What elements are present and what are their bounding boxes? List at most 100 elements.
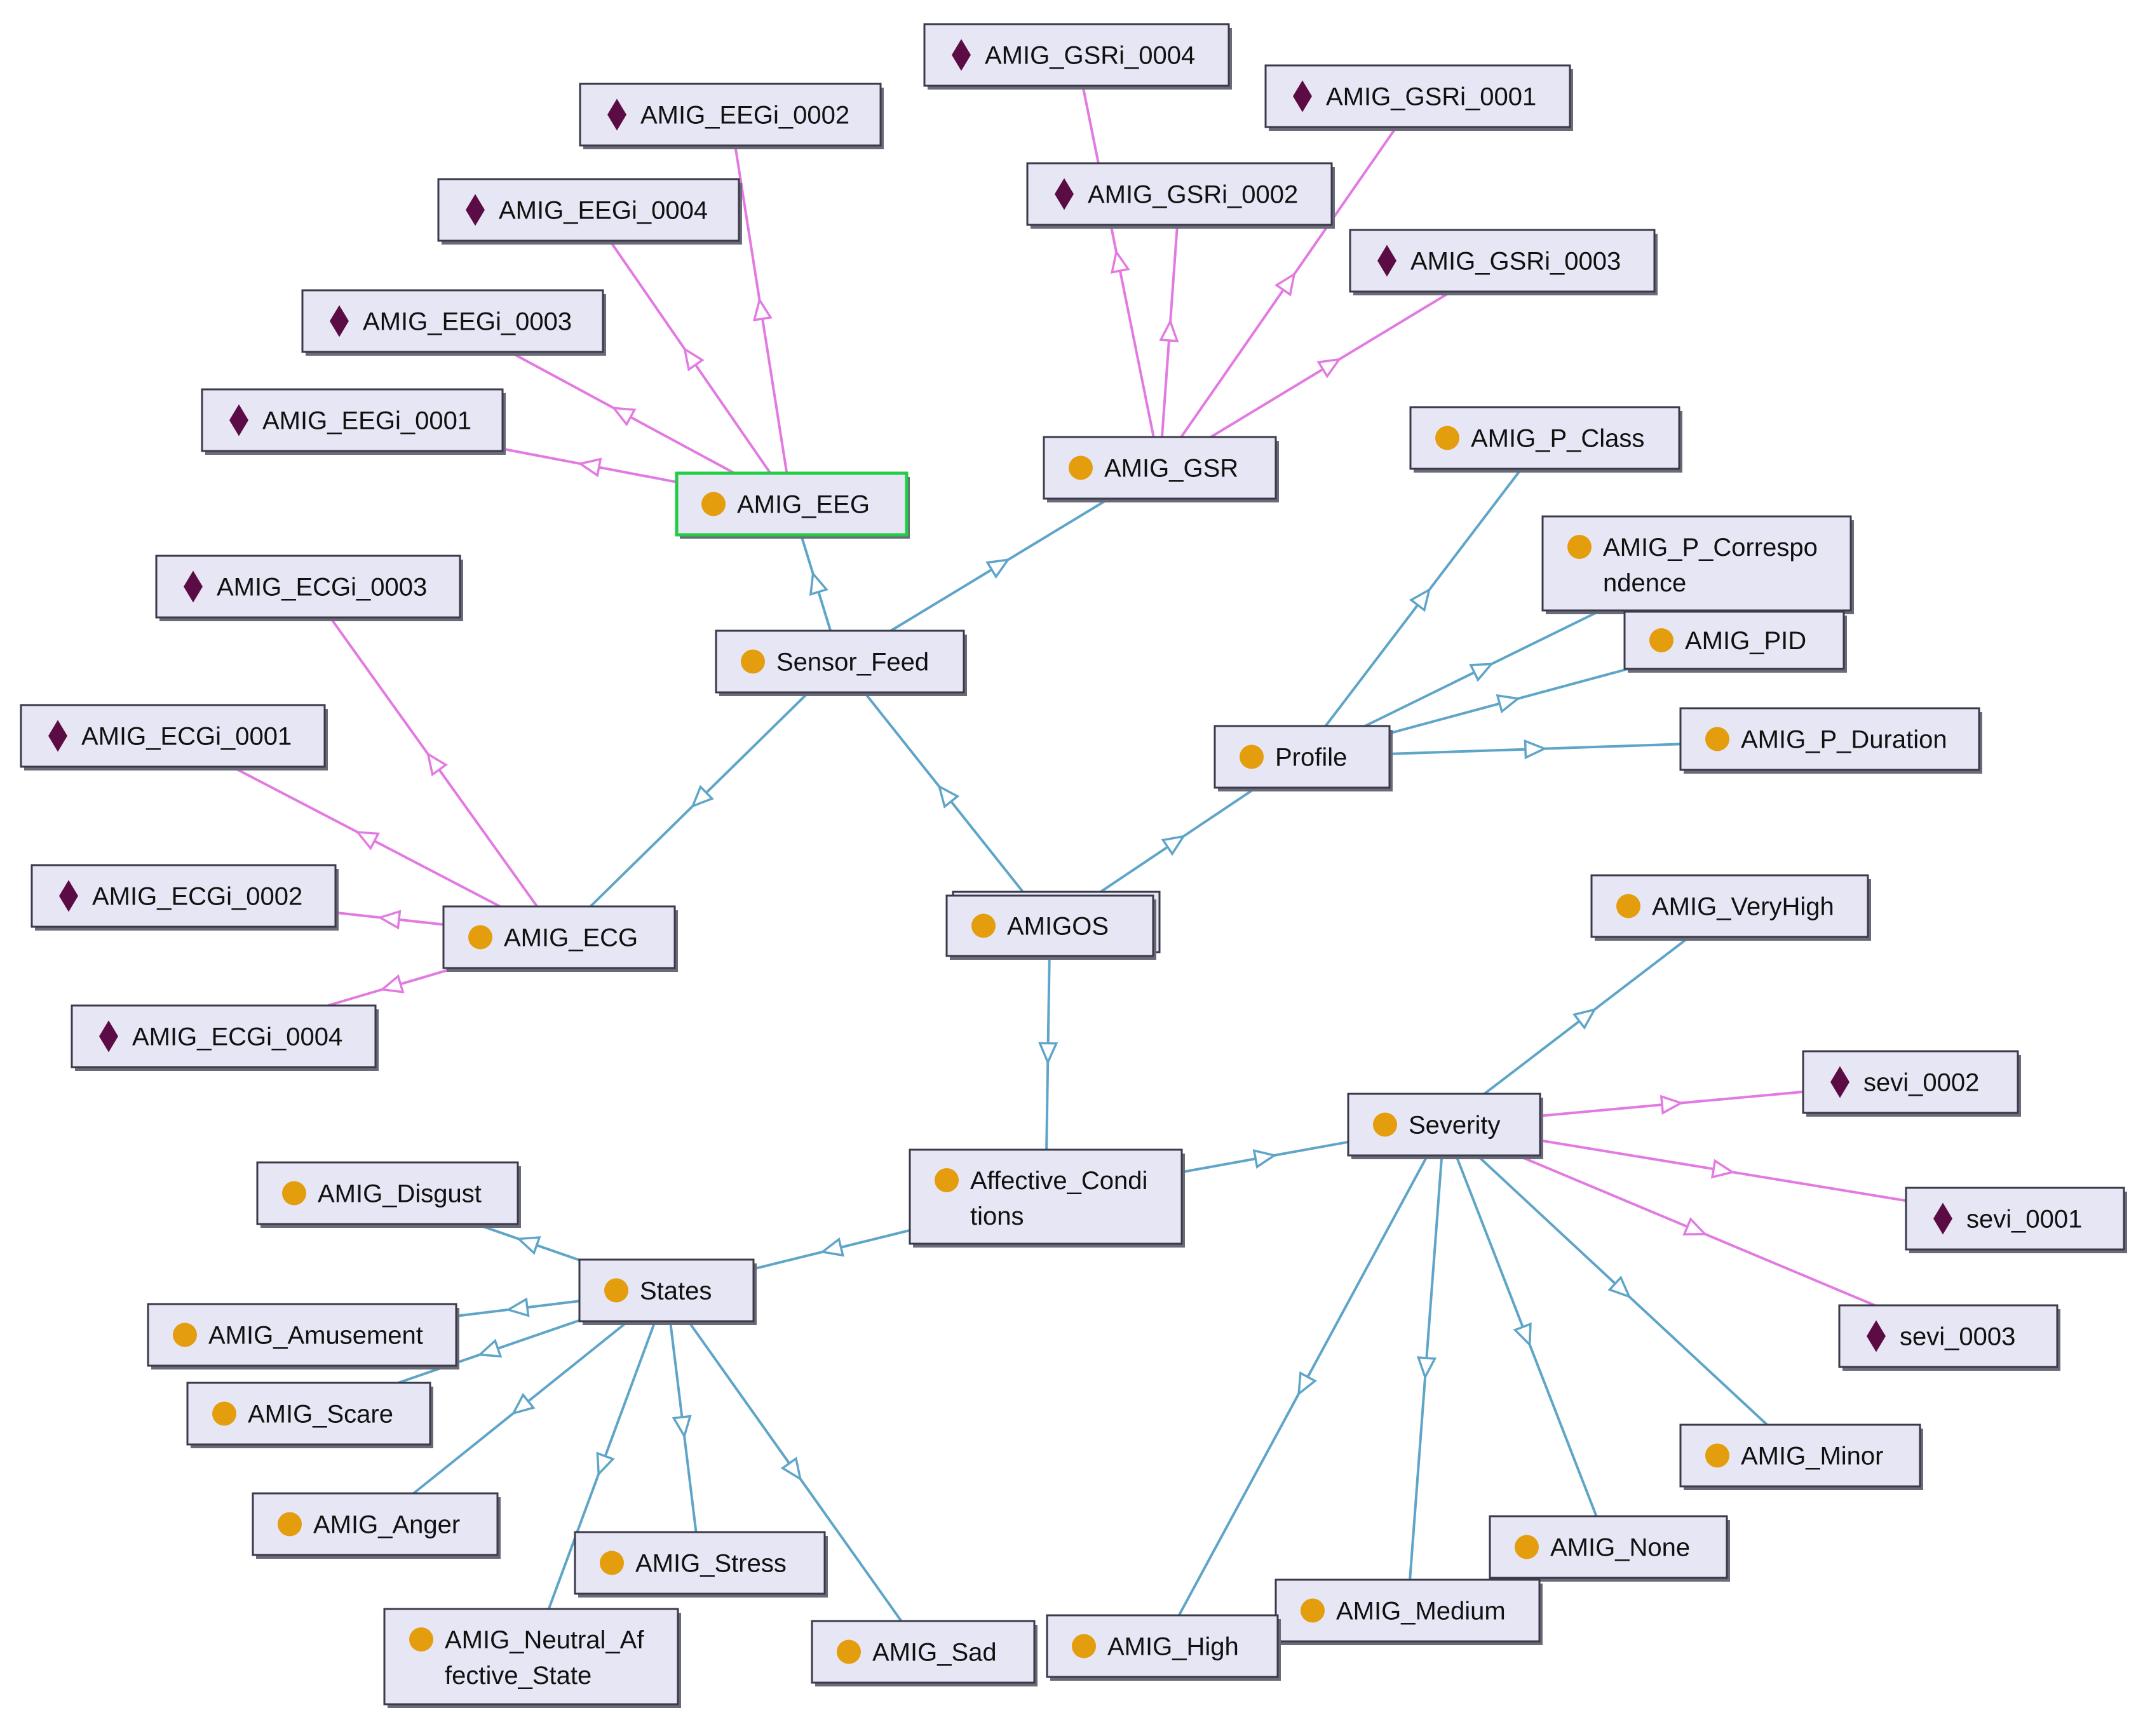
node-label: AMIG_Amusement bbox=[208, 1322, 423, 1350]
node-amig-sad[interactable]: AMIG_Sad bbox=[811, 1620, 1038, 1686]
subclass-arrowhead-icon bbox=[1524, 739, 1548, 760]
node-amig-gsri-0001[interactable]: AMIG_GSRi_0001 bbox=[1264, 64, 1573, 131]
node-label: AMIG_GSR bbox=[1104, 455, 1238, 483]
node-amig-gsr[interactable]: AMIG_GSR bbox=[1043, 436, 1279, 502]
purple-diamond-icon bbox=[229, 404, 248, 436]
subclass-arrowhead-icon bbox=[780, 1457, 802, 1481]
edge-Severity-to-AMIG_None bbox=[1454, 1155, 1598, 1517]
subclass-arrowhead-icon bbox=[1038, 1042, 1058, 1065]
node-label: Sensor_Feed bbox=[776, 649, 929, 676]
node-box bbox=[909, 1148, 1183, 1245]
node-amig-anger[interactable]: AMIG_Anger bbox=[252, 1492, 501, 1559]
node-box bbox=[1679, 707, 1980, 771]
node-amig-medium[interactable]: AMIG_Medium bbox=[1274, 1578, 1543, 1645]
node-amig-disgust[interactable]: AMIG_Disgust bbox=[256, 1161, 521, 1228]
node-amig-gsri-0003[interactable]: AMIG_GSRi_0003 bbox=[1349, 229, 1658, 295]
node-box bbox=[301, 289, 604, 353]
node-label: tions bbox=[970, 1202, 1024, 1230]
node-box bbox=[201, 388, 504, 452]
node-amig-high[interactable]: AMIG_High bbox=[1046, 1614, 1281, 1681]
purple-diamond-icon bbox=[184, 570, 203, 603]
node-amig-gsri-0002[interactable]: AMIG_GSRi_0002 bbox=[1026, 162, 1335, 229]
node-amig-ecg[interactable]: AMIG_ECG bbox=[442, 905, 678, 972]
orange-circle-icon bbox=[1515, 1535, 1539, 1559]
node-amig-ecgi-0002[interactable]: AMIG_ECGi_0002 bbox=[30, 864, 339, 931]
orange-circle-icon bbox=[1705, 727, 1729, 751]
node-box bbox=[383, 1608, 679, 1706]
node-sevi-0002[interactable]: sevi_0002 bbox=[1802, 1050, 2021, 1117]
edge-Severity-to-AMIG_VeryHigh bbox=[1484, 936, 1691, 1095]
node-amig-amusement[interactable]: AMIG_Amusement bbox=[147, 1303, 459, 1369]
node-amig-stress[interactable]: AMIG_Stress bbox=[574, 1531, 828, 1598]
subclass-arrowhead-icon bbox=[1710, 1159, 1736, 1179]
orange-circle-icon bbox=[971, 913, 996, 938]
orange-circle-icon bbox=[1072, 1634, 1096, 1659]
edge-Profile-to-AMIG_P_Correspondence bbox=[1364, 609, 1602, 727]
orange-circle-icon bbox=[173, 1322, 197, 1347]
node-amig-p-duration[interactable]: AMIG_P_Duration bbox=[1679, 707, 1982, 774]
orange-circle-icon bbox=[212, 1401, 236, 1426]
node-amig-eegi-0001[interactable]: AMIG_EEGi_0001 bbox=[201, 388, 506, 455]
node-amigos[interactable]: AMIGOS bbox=[945, 891, 1161, 960]
node-amig-neutral-affective-state[interactable]: AMIG_Neutral_Affective_State bbox=[383, 1608, 681, 1708]
orange-circle-icon bbox=[282, 1181, 306, 1206]
orange-circle-icon bbox=[468, 925, 492, 950]
node-sevi-0003[interactable]: sevi_0003 bbox=[1838, 1304, 2060, 1371]
node-amig-gsri-0004[interactable]: AMIG_GSRi_0004 bbox=[923, 23, 1232, 90]
node-box bbox=[30, 864, 337, 928]
node-amig-pid[interactable]: AMIG_PID bbox=[1623, 610, 1847, 673]
subclass-arrowhead-icon bbox=[1513, 1322, 1532, 1348]
node-label: AMIG_None bbox=[1550, 1534, 1690, 1562]
orange-circle-icon bbox=[1069, 455, 1093, 480]
node-amig-ecgi-0004[interactable]: AMIG_ECGi_0004 bbox=[71, 1004, 379, 1071]
node-label: AMIG_PID bbox=[1685, 627, 1806, 655]
edge-Severity-to-sevi_0003 bbox=[1517, 1154, 1876, 1307]
orange-circle-icon bbox=[600, 1551, 624, 1575]
node-amig-p-class[interactable]: AMIG_P_Class bbox=[1409, 406, 1682, 473]
subclass-arrowhead-icon bbox=[1572, 1007, 1597, 1030]
node-amig-ecgi-0001[interactable]: AMIG_ECGi_0001 bbox=[20, 704, 328, 770]
purple-diamond-icon bbox=[466, 194, 485, 226]
subclass-arrowhead-icon bbox=[611, 407, 637, 427]
node-label: sevi_0002 bbox=[1863, 1069, 1979, 1097]
node-label: Profile bbox=[1275, 744, 1347, 772]
node-amig-eeg[interactable]: AMIG_EEG bbox=[675, 471, 910, 539]
edge-Profile-to-AMIG_P_Class bbox=[1324, 468, 1523, 727]
subclass-arrowhead-icon bbox=[477, 1338, 503, 1358]
node-amig-none[interactable]: AMIG_None bbox=[1489, 1515, 1730, 1582]
purple-diamond-icon bbox=[1867, 1320, 1886, 1352]
node-amig-eegi-0003[interactable]: AMIG_EEGi_0003 bbox=[301, 289, 606, 356]
edge-AMIG_EEG-to-AMIG_EEGi_0004 bbox=[609, 239, 772, 474]
node-label: AMIG_Minor bbox=[1741, 1443, 1884, 1470]
node-sensor-feed[interactable]: Sensor_Feed bbox=[715, 629, 967, 696]
edge-States-to-AMIG_Anger bbox=[412, 1320, 629, 1495]
node-box bbox=[20, 704, 326, 768]
edge-AMIGOS-to-Affective_Conditions bbox=[1038, 955, 1058, 1150]
node-amig-ecgi-0003[interactable]: AMIG_ECGi_0003 bbox=[155, 555, 463, 621]
node-amig-scare[interactable]: AMIG_Scare bbox=[186, 1382, 433, 1448]
edge-AMIG_ECG-to-AMIG_ECGi_0004 bbox=[327, 967, 456, 1007]
node-amig-eegi-0002[interactable]: AMIG_EEGi_0002 bbox=[579, 83, 884, 149]
subclass-arrowhead-icon bbox=[1110, 249, 1130, 274]
orange-circle-icon bbox=[1567, 535, 1592, 559]
node-amig-veryhigh[interactable]: AMIG_VeryHigh bbox=[1590, 874, 1871, 941]
purple-diamond-icon bbox=[952, 39, 971, 71]
edge-Sensor_Feed-to-AMIG_GSR bbox=[890, 497, 1110, 632]
node-sevi-0001[interactable]: sevi_0001 bbox=[1905, 1187, 2127, 1253]
node-severity[interactable]: Severity bbox=[1347, 1093, 1543, 1159]
node-amig-eegi-0004[interactable]: AMIG_EEGi_0004 bbox=[437, 178, 742, 245]
node-states[interactable]: States bbox=[578, 1258, 757, 1325]
node-label: ndence bbox=[1603, 569, 1686, 597]
orange-circle-icon bbox=[409, 1627, 433, 1652]
node-label: AMIG_Sad bbox=[872, 1639, 997, 1667]
node-profile[interactable]: Profile bbox=[1213, 725, 1393, 791]
purple-diamond-icon bbox=[330, 305, 349, 337]
node-label: AMIG_Disgust bbox=[318, 1180, 482, 1208]
node-label: AMIG_ECGi_0002 bbox=[92, 883, 302, 911]
node-amig-minor[interactable]: AMIG_Minor bbox=[1679, 1423, 1923, 1490]
edge-States-to-AMIG_Stress bbox=[668, 1321, 698, 1533]
edge-AMIG_GSR-to-AMIG_GSRi_0001 bbox=[1180, 126, 1398, 438]
